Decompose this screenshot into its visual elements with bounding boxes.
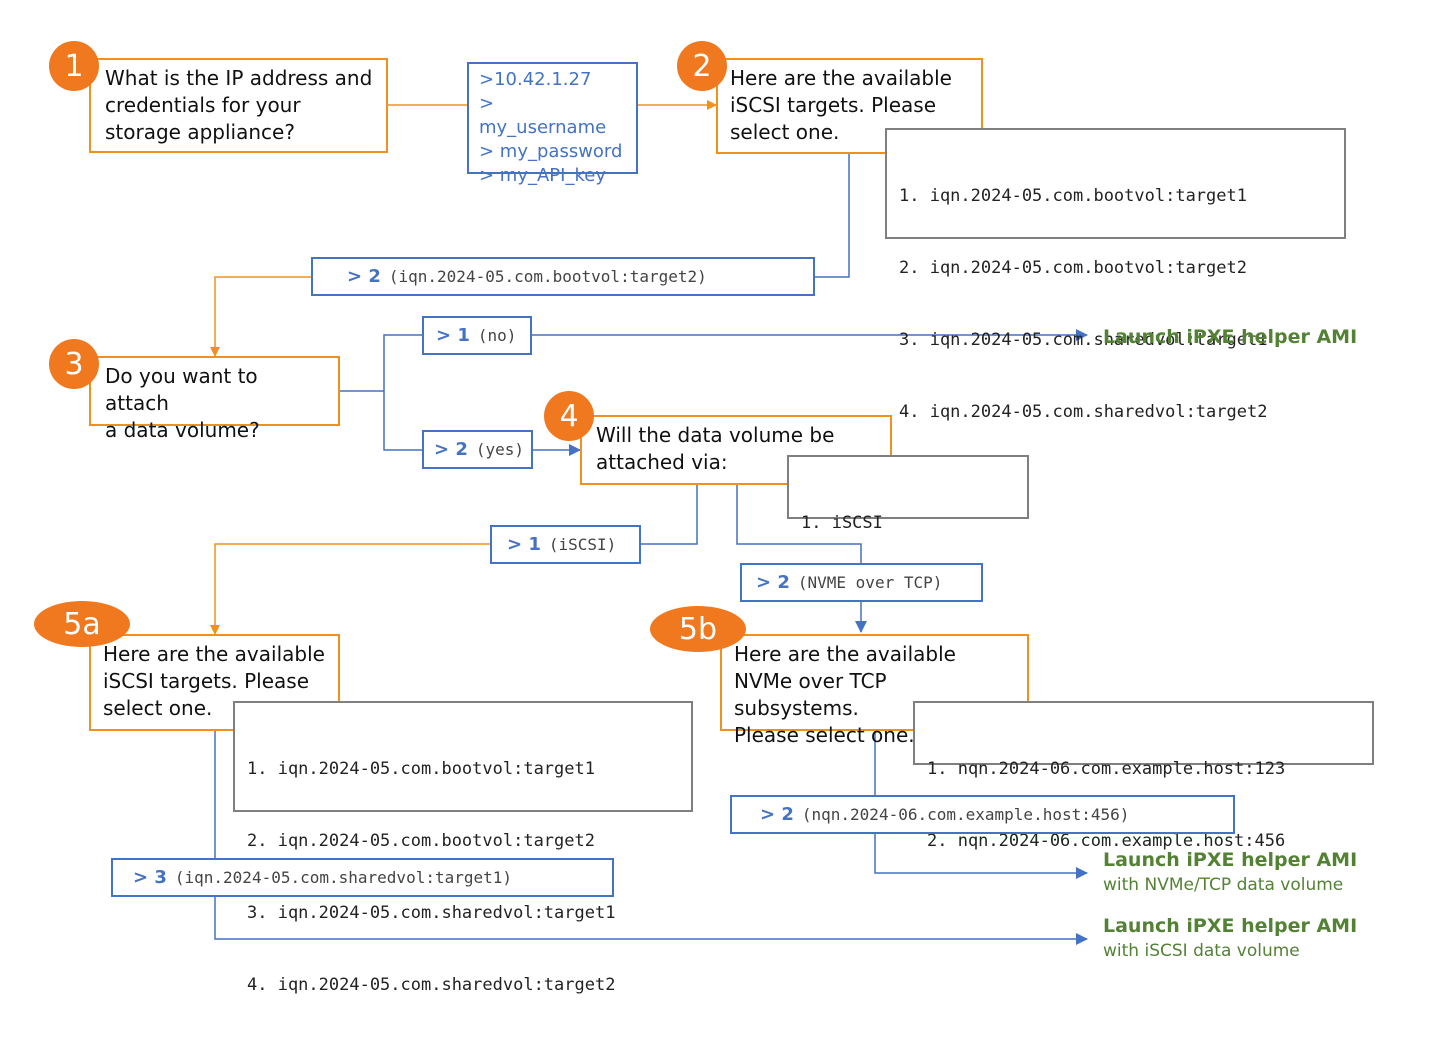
step5a-option: 1. iqn.2024-05.com.bootvol:target1 [247,759,595,779]
step5a-answer-box: > 3 (iqn.2024-05.com.sharedvol:target1) [111,858,614,897]
step1-badge: 1 [49,41,99,91]
step5a-badge: 5a [34,601,130,647]
outcome-nvme-title: Launch iPXE helper AMI [1103,849,1358,871]
step2-option: 3. iqn.2024-05.com.sharedvol:target1 [899,330,1268,350]
step1-question-line: What is the IP address and [105,66,373,90]
step5a-question-line: iSCSI targets. Please [103,669,310,693]
step4-answer-iscsi-box: > 1 (iSCSI) [490,525,641,564]
step4-option: 1. iSCSI [801,513,883,533]
step2-option: 2. iqn.2024-05.com.bootvol:target2 [899,258,1247,278]
connector-5a-outcome [214,897,1088,945]
step3-question-line: Do you want to attach [105,364,258,415]
step5b-question-line: Please select one. [734,723,915,747]
step5a-answer-detail: (iqn.2024-05.com.sharedvol:target1) [174,868,513,887]
outcome-iscsi-subtitle: with iSCSI data volume [1103,941,1300,961]
connector-3-no [383,334,422,391]
step3-answer-yes-selector: > 2 [434,439,468,460]
credential-api-key: > my_API_key [479,165,606,186]
step4-question-line: Will the data volume be [596,423,835,447]
step3-answer-no-box: > 1 (no) [422,316,532,355]
step5a-option: 4. iqn.2024-05.com.sharedvol:target2 [247,975,616,995]
connector-answer-3 [210,276,311,357]
step3-answer-no-selector: > 1 [436,325,470,346]
step5b-answer-detail: (nqn.2024-06.com.example.host:456) [801,805,1130,824]
step3-question-box: Do you want to attach a data volume? [89,356,340,442]
step4-answer-nvme-detail: (NVME over TCP) [797,573,943,592]
connector-3-yes [383,391,422,451]
step2-option: 4. iqn.2024-05.com.sharedvol:target2 [899,402,1268,422]
outcome-iscsi: Launch iPXE helper AMI with iSCSI data v… [1103,913,1357,963]
step5b-options-box: 1. nqn.2024-06.com.example.host:123 2. n… [913,701,1374,851]
outcome-nvme: Launch iPXE helper AMI with NVMe/TCP dat… [1103,847,1357,897]
connector-5b-outcome [874,833,1088,879]
step5a-question-line: select one. [103,696,213,720]
step2-question-line: select one. [730,120,840,144]
step3-badge: 3 [49,339,99,389]
step5b-badge: 5b [650,606,746,652]
step2-question-line: iSCSI targets. Please [730,93,937,117]
step2-question-box: Here are the available iSCSI targets. Pl… [716,58,983,154]
step3-question-line: a data volume? [105,418,260,442]
step5a-answer-selector: > 3 [133,867,167,888]
step2-badge: 2 [677,41,727,91]
step2-options-box: 1. iqn.2024-05.com.bootvol:target1 2. iq… [885,128,1346,422]
connector-4-iscsi [641,484,698,545]
step3-answer-yes-box: > 2 (yes) [422,430,533,469]
step4-options-box: 1. iSCSI 2. NVME over TCP [787,455,1029,605]
outcome-no-volume: Launch iPXE helper AMI [1103,324,1357,350]
step4-answer-iscsi-detail: (iSCSI) [548,535,617,554]
step5a-option: 2. iqn.2024-05.com.bootvol:target2 [247,831,595,851]
step4-answer-iscsi-selector: > 1 [507,534,541,555]
step5b-answer-selector: > 2 [760,804,794,825]
step2-option: 1. iqn.2024-05.com.bootvol:target1 [899,186,1247,206]
step5a-options-box: 1. iqn.2024-05.com.bootvol:target1 2. iq… [233,701,693,995]
outcome-no-volume-title: Launch iPXE helper AMI [1103,326,1358,348]
step2-answer-box: > 2 (iqn.2024-05.com.bootvol:target2) [311,257,815,296]
step5b-answer-box: > 2 (nqn.2024-06.com.example.host:456) [730,795,1235,834]
step2-answer-selector: > 2 [347,266,381,287]
connector-iscsi-5a [210,543,490,635]
step5b-question-line: NVMe over TCP subsystems. [734,669,887,720]
step5b-option: 2. nqn.2024-06.com.example.host:456 [927,831,1286,851]
outcome-nvme-subtitle: with NVMe/TCP data volume [1103,875,1344,895]
step2-answer-detail: (iqn.2024-05.com.bootvol:target2) [388,267,707,286]
step4-badge: 4 [544,391,594,441]
step1-question-box: What is the IP address and credentials f… [89,58,388,153]
credentials-box: >10.42.1.27 > my_username > my_password … [467,62,638,186]
connector-2-answer [815,153,850,278]
credential-password: > my_password [479,141,623,162]
connector-4-nvme [736,484,862,563]
step3-answer-yes-detail: (yes) [475,440,525,459]
step1-question-line: storage appliance? [105,120,295,144]
step4-answer-nvme-box: > 2 (NVME over TCP) [740,563,983,602]
step1-question-line: credentials for your [105,93,301,117]
outcome-iscsi-title: Launch iPXE helper AMI [1103,915,1358,937]
step5b-question-line: Here are the available [734,642,956,666]
step4-answer-nvme-selector: > 2 [756,572,790,593]
credential-ip: >10.42.1.27 [479,69,592,90]
step5b-option: 1. nqn.2024-06.com.example.host:123 [927,759,1286,779]
step4-question-line: attached via: [596,450,728,474]
step3-answer-no-detail: (no) [477,326,517,345]
step5a-question-line: Here are the available [103,642,325,666]
credential-username: > my_username [479,93,607,138]
step2-question-line: Here are the available [730,66,952,90]
step5a-option: 3. iqn.2024-05.com.sharedvol:target1 [247,903,616,923]
